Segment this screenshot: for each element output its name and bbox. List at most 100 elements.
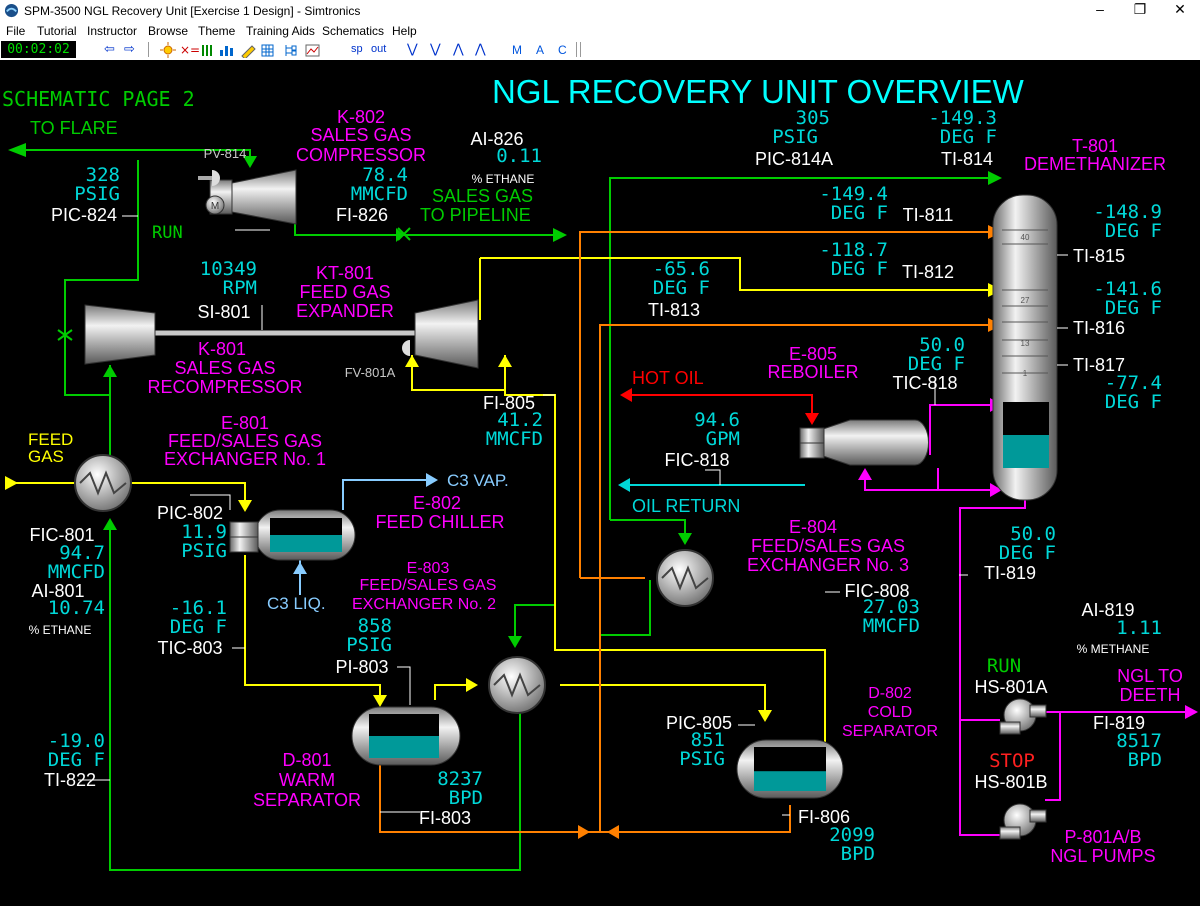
ti822-tag[interactable]: TI-822 — [44, 770, 96, 790]
fi806-unit: BPD — [841, 843, 875, 865]
fv801a-valve[interactable] — [402, 340, 410, 356]
d802-separator[interactable] — [736, 739, 844, 799]
ai801-tag[interactable]: AI-801 — [31, 581, 84, 601]
ti819-tag[interactable]: TI-819 — [984, 563, 1036, 583]
ti816-tag[interactable]: TI-816 — [1073, 318, 1125, 338]
k802-compressor[interactable] — [209, 169, 297, 225]
e801-exchanger[interactable] — [74, 454, 132, 512]
output-button[interactable]: out — [371, 43, 387, 55]
menu-schematics[interactable]: Schematics — [322, 24, 385, 38]
minimize-button[interactable]: – — [1096, 1, 1104, 17]
k801-recompressor[interactable] — [84, 304, 156, 365]
pic814a-tag[interactable]: PIC-814A — [755, 149, 833, 169]
ti814-tag[interactable]: TI-814 — [941, 149, 993, 169]
mode-auto-button[interactable]: A — [536, 43, 545, 57]
fic801-tag[interactable]: FIC-801 — [29, 525, 94, 545]
fic801-unit: MMCFD — [48, 561, 105, 583]
pic824-valve[interactable] — [57, 329, 73, 341]
ti812-tag[interactable]: TI-812 — [902, 262, 954, 282]
ti815-tag[interactable]: TI-815 — [1073, 246, 1125, 266]
fi806-tag[interactable]: FI-806 — [798, 807, 850, 827]
maximize-button[interactable]: ❐ — [1133, 1, 1147, 17]
menu-file[interactable]: File — [6, 24, 26, 38]
ti817-tag[interactable]: TI-817 — [1073, 355, 1125, 375]
grid-icon[interactable] — [261, 44, 274, 57]
tic803-value: -16.1 — [170, 597, 227, 619]
ti813-tag[interactable]: TI-813 — [648, 300, 700, 320]
fi826-tag[interactable]: FI-826 — [336, 205, 388, 225]
e804-exchanger[interactable] — [656, 549, 714, 607]
multiply-icon[interactable]: ×= — [180, 43, 200, 57]
mode-cascade-button[interactable]: C — [558, 43, 567, 57]
e803-exchanger[interactable] — [488, 656, 546, 714]
ramp-up-icon[interactable]: ⋀ — [453, 41, 464, 56]
tic818-tag[interactable]: TIC-818 — [892, 373, 957, 393]
bar-chart-icon[interactable] — [220, 46, 233, 56]
d801-level — [369, 736, 439, 758]
tree-icon[interactable] — [285, 45, 297, 56]
menu-tutorial[interactable]: Tutorial — [37, 24, 77, 38]
fi805-value: 41.2 — [497, 409, 543, 431]
pv814-tag[interactable]: PV-814 — [204, 146, 247, 161]
toolbar-icons: ×= — [160, 42, 320, 58]
mode-manual-button[interactable]: M — [512, 43, 522, 57]
pv814-valve[interactable] — [198, 170, 220, 186]
bars-icon[interactable] — [202, 45, 212, 56]
pic805-tag[interactable]: PIC-805 — [666, 713, 732, 733]
p801a-pump[interactable] — [999, 698, 1047, 735]
fi819-tag[interactable]: FI-819 — [1093, 713, 1145, 733]
tic803-tag[interactable]: TIC-803 — [157, 638, 222, 658]
schematic-canvas: M — [2, 73, 1198, 871]
ramp-down-fast-icon[interactable]: ⋁ — [407, 41, 418, 56]
hs801a-tag[interactable]: HS-801A — [974, 677, 1047, 697]
menu-theme[interactable]: Theme — [198, 24, 236, 38]
fi826-valve[interactable] — [397, 227, 411, 241]
p801-line-2: NGL PUMPS — [1050, 846, 1155, 866]
pic824-tag[interactable]: PIC-824 — [51, 205, 117, 225]
hs801b-tag[interactable]: HS-801B — [974, 772, 1047, 792]
fv801a-tag[interactable]: FV-801A — [345, 365, 396, 380]
pencil-icon[interactable] — [241, 45, 256, 58]
k801-tag: K-801 — [198, 339, 246, 359]
kt801-expander[interactable] — [414, 299, 479, 369]
menu-instructor[interactable]: Instructor — [87, 24, 138, 38]
fic818-tag[interactable]: FIC-818 — [664, 450, 729, 470]
fi805-tag[interactable]: FI-805 — [483, 393, 535, 413]
e805-reboiler[interactable] — [799, 419, 929, 466]
si801-tag[interactable]: SI-801 — [197, 302, 250, 322]
tag-leaders — [78, 215, 1068, 816]
ti815-value: -148.9 — [1093, 201, 1162, 223]
fic808-tag[interactable]: FIC-808 — [844, 581, 909, 601]
d801-separator[interactable] — [351, 706, 461, 766]
ai826-tag[interactable]: AI-826 — [470, 129, 523, 149]
ramp-down-icon[interactable]: ⋁ — [430, 41, 441, 56]
hs801b-stop-status[interactable]: STOP — [989, 750, 1035, 772]
t801-demethanizer[interactable]: 40 27 13 1 — [992, 194, 1058, 501]
back-icon[interactable]: ⇦ — [104, 41, 115, 56]
e804-line-2: FEED/SALES GAS — [751, 536, 905, 556]
trend-icon[interactable] — [305, 44, 320, 57]
menu-help[interactable]: Help — [392, 24, 417, 38]
e802-chiller[interactable] — [229, 509, 356, 561]
menu-training-aids[interactable]: Training Aids — [246, 24, 315, 38]
sun-icon[interactable] — [160, 42, 176, 58]
ramp-up-fast-icon[interactable]: ⋀ — [475, 41, 486, 56]
e804-line-3: EXCHANGER No. 3 — [747, 555, 909, 575]
ai819-tag[interactable]: AI-819 — [1081, 600, 1134, 620]
p801b-pump[interactable] — [999, 803, 1047, 840]
menu-browse[interactable]: Browse — [148, 24, 189, 38]
fi803-tag[interactable]: FI-803 — [419, 808, 471, 828]
fic801-value: 94.7 — [59, 542, 105, 564]
setpoint-button[interactable]: sp — [351, 43, 363, 55]
pic802-tag[interactable]: PIC-802 — [157, 503, 223, 523]
k801-line-3: RECOMPRESSOR — [147, 377, 302, 397]
tic818-value: 50.0 — [919, 334, 965, 356]
pi803-tag[interactable]: PI-803 — [335, 657, 388, 677]
pic824-run-status[interactable]: RUN — [152, 223, 183, 243]
ti811-tag[interactable]: TI-811 — [903, 205, 954, 225]
close-button[interactable]: ✕ — [1174, 1, 1186, 17]
forward-icon[interactable]: ⇨ — [124, 41, 135, 56]
c3-liq-label: C3 LIQ. — [267, 594, 326, 613]
hs801a-run-status[interactable]: RUN — [987, 655, 1021, 677]
k802-tag: K-802 — [337, 107, 385, 127]
